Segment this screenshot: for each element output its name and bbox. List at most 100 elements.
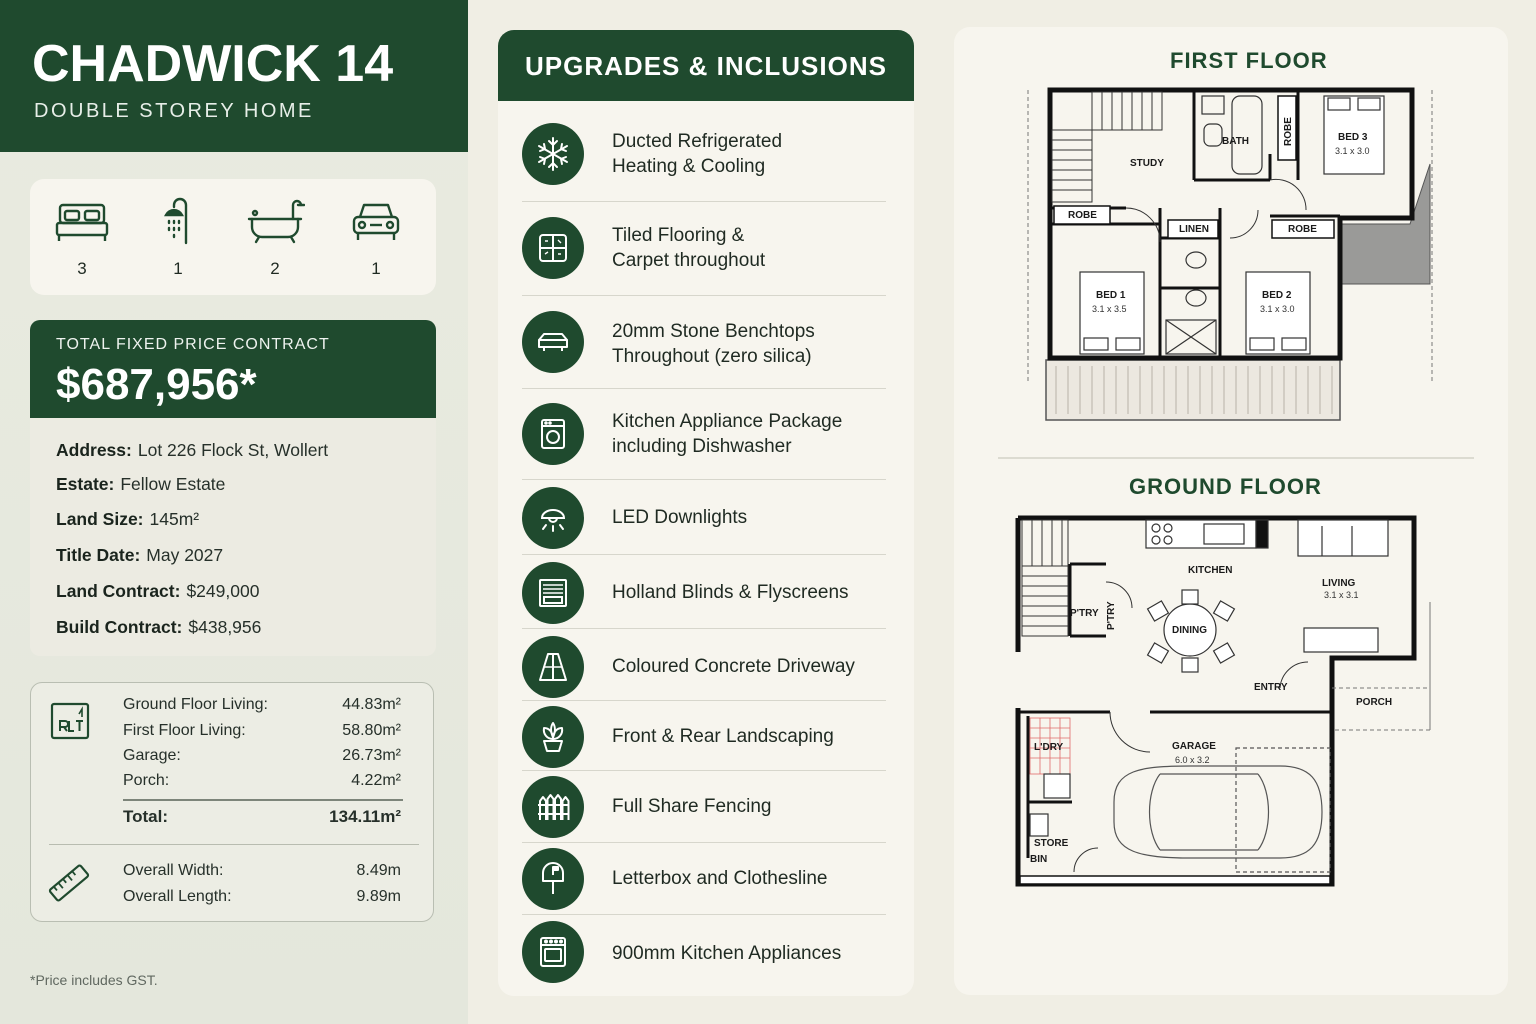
room-label-living: LIVING: [1322, 578, 1356, 589]
area-row-ground: Ground Floor Living: 44.83m²: [123, 696, 401, 714]
ground-floor-title: GROUND FLOOR: [1129, 474, 1322, 499]
feature-bedrooms: 3: [47, 197, 117, 279]
inclusion-item: Letterbox and Clothesline: [522, 848, 886, 910]
inclusion-separator: [522, 914, 886, 915]
store-unit: [1029, 813, 1049, 837]
dimension-divider: [49, 844, 419, 845]
inclusion-icon-circle: [522, 217, 584, 279]
inclusion-text: Ducted Refrigerated Heating & Cooling: [612, 131, 783, 177]
first-floor-plan: STUDY BATH ROBE BED 3 3.1 x 3.0 ROBE LIN…: [1027, 87, 1433, 421]
room-label-kitchen: KITCHEN: [1188, 565, 1232, 576]
floor-area-icon: [50, 702, 90, 740]
room-label-bed3: BED 3: [1338, 132, 1368, 143]
garage-door: [1019, 875, 1331, 885]
detail-build-contract: Build Contract:$438,956: [56, 617, 261, 638]
area-label: Garage:: [123, 747, 181, 764]
inclusion-item: Coloured Concrete Driveway: [522, 636, 886, 698]
room-label-linen: LINEN: [1179, 224, 1209, 235]
area-row-garage: Garage: 26.73m²: [123, 747, 401, 765]
robes: [1053, 95, 1335, 239]
area-label: Porch:: [123, 772, 170, 789]
detail-title-date: Title Date:May 2027: [56, 545, 223, 566]
detail-value: Lot 226 Flock St, Wollert: [137, 440, 329, 460]
page-subtitle: DOUBLE STOREY HOME: [34, 100, 314, 122]
inclusion-item: 900mm Kitchen Appliances: [522, 921, 886, 983]
area-value: 58.80m²: [342, 722, 401, 739]
shower-icon: [164, 197, 188, 245]
first-floor-balcony: [1045, 359, 1341, 421]
inclusion-text: Letterbox and Clothesline: [612, 868, 828, 889]
inclusion-separator: [522, 479, 886, 480]
blinds-icon: [539, 579, 567, 607]
inclusion-item: Kitchen Appliance Package including Dish…: [522, 403, 886, 465]
dimension-label: Overall Width:: [123, 862, 224, 879]
room-label-robe1: ROBE: [1068, 210, 1097, 221]
first-floor-walls: [1047, 87, 1415, 361]
features-card: 3 1: [30, 179, 436, 295]
area-total-value: 134.11m²: [329, 807, 401, 826]
area-row-total: Total: 134.11m²: [123, 807, 401, 827]
room-label-entry: ENTRY: [1254, 682, 1288, 693]
room-label-robe-vertical: ROBE: [1283, 117, 1294, 146]
benchtop-icon: [538, 333, 568, 351]
room-label-laundry: L'DRY: [1034, 742, 1064, 753]
room-label-bin: BIN: [1030, 854, 1047, 865]
bed-icon: [55, 203, 109, 241]
toilets: [1165, 251, 1217, 355]
detail-key: Address:: [56, 440, 132, 460]
page-title: CHADWICK 14: [32, 35, 394, 93]
fence-icon: [538, 794, 570, 820]
inclusion-item: Full Share Fencing: [522, 776, 886, 838]
area-divider: [123, 799, 403, 801]
inclusion-icon-circle: [522, 848, 584, 910]
room-label-bed2: BED 2: [1262, 290, 1292, 301]
room-label-dining: DINING: [1172, 625, 1207, 636]
room-size-bed2: 3.1 x 3.0: [1260, 304, 1295, 314]
porch-outline: [1332, 687, 1431, 731]
room-size-bed1: 3.1 x 3.5: [1092, 304, 1127, 314]
car-icon: [352, 203, 400, 240]
sofa: [1297, 519, 1389, 653]
detail-key: Build Contract:: [56, 617, 183, 637]
area-total-label: Total:: [123, 807, 169, 826]
inclusion-icon-circle: [522, 562, 584, 624]
inclusion-item: 20mm Stone Benchtops Throughout (zero si…: [522, 311, 886, 373]
feature-garage: 1: [341, 197, 411, 279]
price-card: TOTAL FIXED PRICE CONTRACT $687,956*: [30, 320, 436, 418]
bath-fixtures: [1201, 95, 1263, 175]
downlight-icon: [540, 509, 566, 532]
room-label-study: STUDY: [1130, 158, 1164, 169]
detail-value: $438,956: [188, 617, 262, 637]
room-label-pantry: P'TRY: [1070, 608, 1099, 619]
price-value: $687,956*: [56, 360, 257, 409]
inclusion-text: Holland Blinds & Flyscreens: [612, 582, 849, 603]
feature-showers: 1: [143, 197, 213, 279]
car: [1113, 747, 1331, 873]
inclusion-item: Holland Blinds & Flyscreens: [522, 562, 886, 624]
inclusion-separator: [522, 388, 886, 389]
ground-floor-plan: KITCHEN LIVING 3.1 x 3.1 P'TRY P'TRY DIN…: [1015, 515, 1431, 887]
area-label: Ground Floor Living:: [123, 696, 268, 713]
room-label-robe2: ROBE: [1288, 224, 1317, 235]
ground-floor-walls: [1015, 515, 1417, 887]
area-card: Ground Floor Living: 44.83m² First Floor…: [30, 682, 434, 922]
inclusion-text: Front & Rear Landscaping: [612, 726, 834, 747]
detail-key: Estate:: [56, 474, 115, 494]
snowflake-icon: [538, 137, 568, 171]
inclusion-separator: [522, 201, 886, 202]
room-label-bath: BATH: [1222, 136, 1249, 147]
tiles-icon: [539, 234, 567, 262]
area-value: 26.73m²: [342, 747, 401, 764]
inclusion-icon-circle: [522, 487, 584, 549]
dimension-value: 9.89m: [356, 888, 401, 905]
detail-land-size: Land Size:145m²: [56, 509, 199, 530]
inclusion-text: Tiled Flooring & Carpet throughout: [612, 225, 766, 271]
feature-bathrooms: 2: [240, 197, 310, 279]
dimension-row-width: Overall Width: 8.49m: [123, 862, 401, 880]
inclusion-text: Full Share Fencing: [612, 796, 772, 817]
outline-dashed: [1027, 90, 1433, 384]
inclusion-icon-circle: [522, 403, 584, 465]
laundry-tiles: [1029, 717, 1071, 775]
plant-icon: [542, 722, 564, 752]
inclusion-text: Coloured Concrete Driveway: [612, 656, 855, 677]
